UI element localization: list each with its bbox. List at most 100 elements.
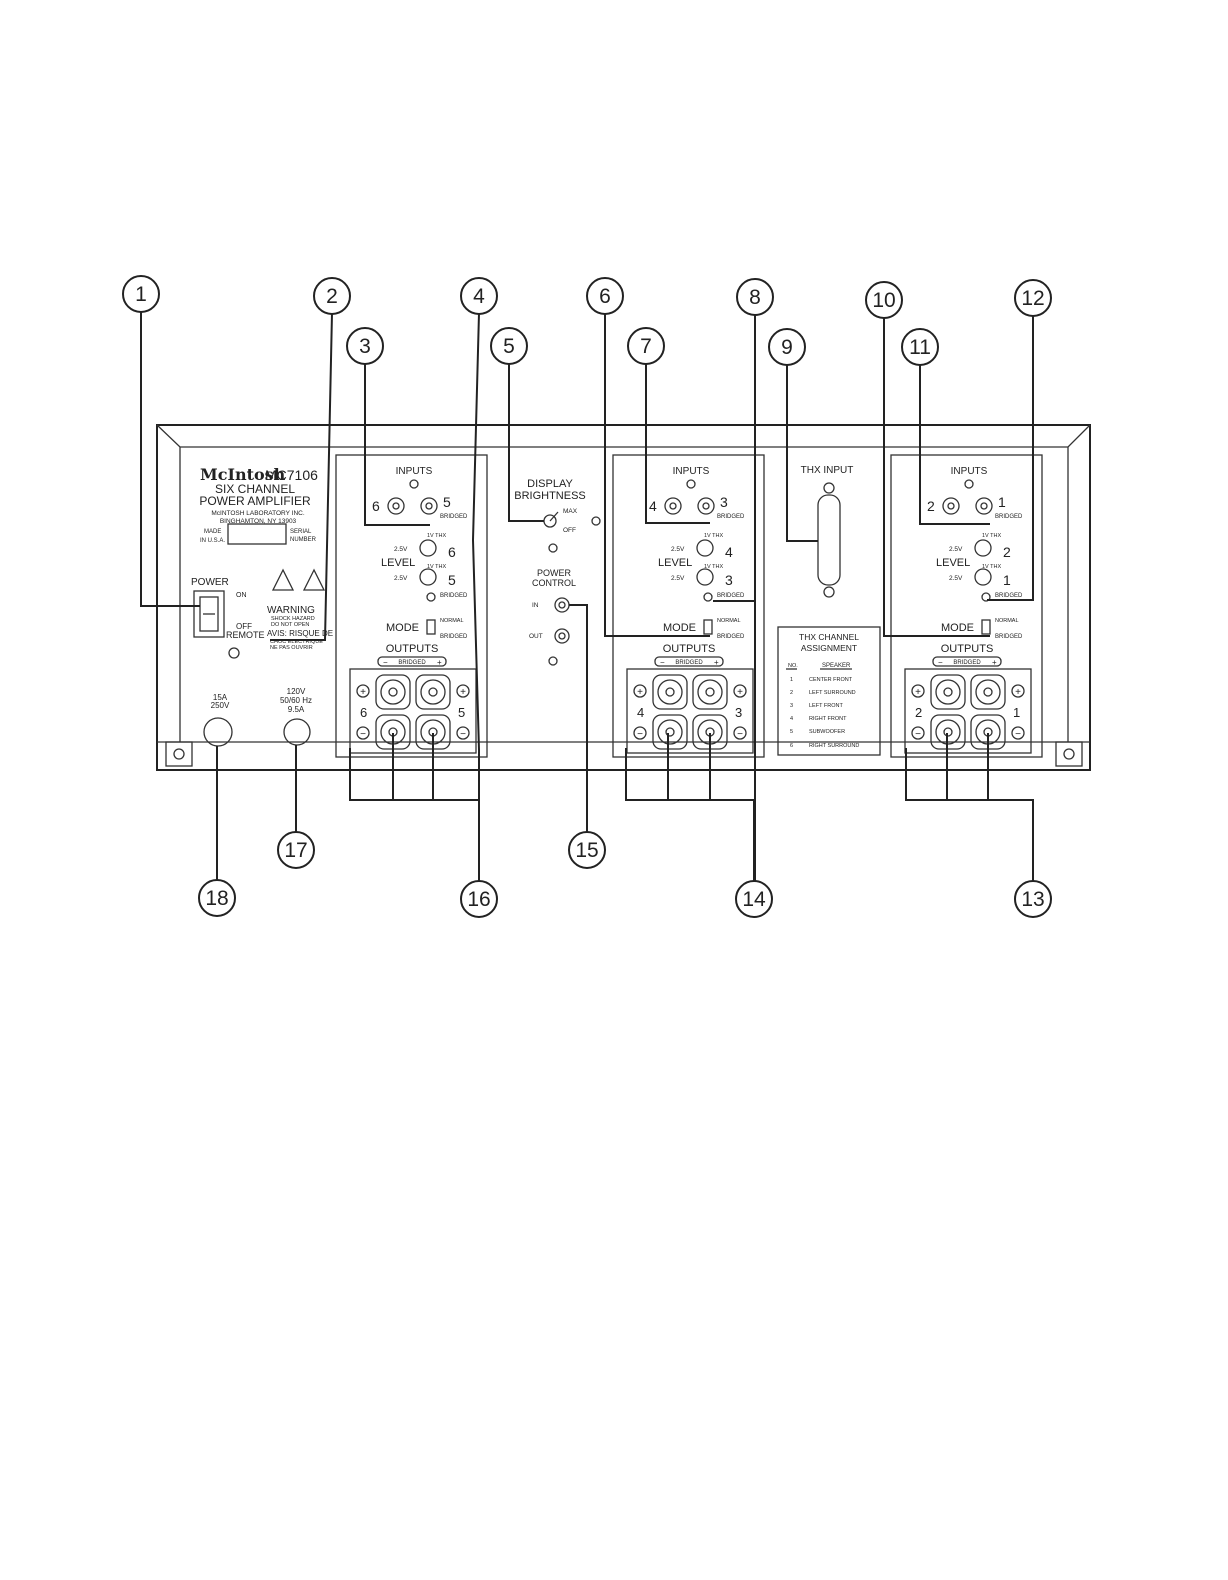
level-a-knob[interactable] [974, 539, 992, 557]
callout-3: 3 [346, 327, 384, 365]
thx-row-6-no: 6 [790, 743, 793, 749]
level-b-knob[interactable] [974, 568, 992, 586]
level-b-thx: 1V THX [982, 564, 1001, 570]
input-a-jack[interactable] [664, 497, 682, 515]
level-b-number: 3 [725, 572, 733, 588]
inputs-label: INPUTS [951, 466, 988, 477]
level-a-thx: 1V THX [427, 533, 446, 539]
power-control-in-jack[interactable] [554, 597, 570, 613]
output-terminal-a-pos[interactable] [657, 679, 683, 705]
input-a-jack[interactable] [942, 497, 960, 515]
level-bridged-label: BRIDGED [995, 593, 1023, 599]
serial-label-2: NUMBER [290, 537, 317, 543]
display-off-label: OFF [563, 527, 576, 534]
level-b-number: 1 [1003, 572, 1011, 588]
outputs-label: OUTPUTS [941, 643, 994, 655]
input-a-jack[interactable] [387, 497, 405, 515]
thx-table-col-no: NO. [788, 663, 798, 669]
output-b-number: 5 [458, 705, 465, 720]
maker-city: BINGHAMTON, NY 13903 [220, 518, 297, 525]
product-line-1: SIX CHANNEL [215, 482, 295, 496]
output-terminal-a-neg[interactable] [657, 719, 683, 745]
input-b-jack[interactable] [975, 497, 993, 515]
serial-number-plate [227, 523, 287, 545]
callout-7: 7 [627, 327, 665, 365]
thx-input-connector[interactable]: THX INPUT [801, 465, 854, 598]
warning-label: WARNING SHOCK HAZARD DO NOT OPEN AVIS: R… [267, 568, 333, 651]
output-a-number: 2 [915, 705, 922, 720]
power-control-jacks: POWER CONTROL IN OUT [529, 568, 576, 666]
brand-block: McIntosh MC7106 SIX CHANNEL POWER AMPLIF… [199, 465, 318, 545]
mode-normal-label: NORMAL [717, 618, 741, 624]
input-b-jack[interactable] [420, 497, 438, 515]
ac-power-inlet[interactable]: 120V 50/60 Hz 9.5A [280, 687, 312, 746]
mode-normal-label: NORMAL [440, 618, 464, 624]
level-b-25v: 2.5V [949, 575, 963, 582]
power-label: POWER [191, 577, 229, 588]
level-b-knob[interactable] [419, 568, 437, 586]
outputs-minus: − [938, 658, 943, 667]
input-b-jack[interactable] [697, 497, 715, 515]
output-terminal-b-pos[interactable] [420, 679, 446, 705]
mode-switch[interactable] [981, 619, 991, 635]
leader-lines [140, 311, 1034, 883]
outputs-plus: + [714, 658, 719, 667]
output-a-plus-mark: + [360, 687, 366, 698]
input-bridged-label: BRIDGED [717, 514, 745, 520]
section-channels-6-5: INPUTS 6 5 BRIDGED LEVEL 2.5V 1V THX 6 2… [335, 454, 488, 758]
power-off-label: OFF [236, 622, 252, 631]
output-terminal-b-pos[interactable] [975, 679, 1001, 705]
mode-switch[interactable] [426, 619, 436, 635]
mode-bridged-label: BRIDGED [995, 634, 1023, 640]
level-a-number: 4 [725, 544, 733, 560]
power-switch[interactable]: POWER ON OFF REMOTE [191, 577, 265, 659]
brand-logo: McIntosh [200, 465, 286, 484]
level-b-knob[interactable] [696, 568, 714, 586]
input-b-number: 3 [720, 494, 728, 510]
svg-text:11: 11 [909, 336, 931, 359]
output-terminal-b-pos[interactable] [697, 679, 723, 705]
svg-text:14: 14 [742, 888, 766, 911]
mode-bridged-label: BRIDGED [717, 634, 745, 640]
level-a-knob[interactable] [419, 539, 437, 557]
svg-text:2: 2 [326, 285, 338, 308]
callout-17: 17 [277, 831, 315, 869]
thx-row-3-no: 3 [790, 703, 793, 709]
thx-row-5-speaker: SUBWOOFER [809, 729, 845, 735]
mode-label: MODE [941, 622, 974, 634]
callout-8: 8 [736, 278, 774, 316]
made-label: MADE [204, 529, 221, 535]
output-b-plus-mark: + [737, 687, 743, 698]
thx-input-label: THX INPUT [801, 465, 854, 476]
output-b-number: 3 [735, 705, 742, 720]
output-terminal-a-pos[interactable] [380, 679, 406, 705]
thx-row-4-speaker: RIGHT FRONT [809, 716, 847, 722]
power-control-label-1: POWER [537, 568, 572, 578]
output-terminal-a-pos[interactable] [935, 679, 961, 705]
warning-line-4: CHOC ELECTRIQUE [270, 639, 323, 645]
fuse-holder[interactable]: 15A 250V [203, 693, 233, 747]
svg-text:7: 7 [640, 335, 652, 358]
callout-6: 6 [586, 277, 624, 315]
input-bridged-label: BRIDGED [995, 514, 1023, 520]
thx-table-col-speaker: SPEAKER [822, 663, 851, 669]
level-a-knob[interactable] [696, 539, 714, 557]
level-a-thx: 1V THX [704, 533, 723, 539]
power-control-out-jack[interactable] [554, 628, 570, 644]
output-a-number: 6 [360, 705, 367, 720]
level-a-25v: 2.5V [671, 546, 685, 553]
output-a-minus-mark: − [360, 729, 366, 740]
output-b-plus-mark: + [460, 687, 466, 698]
outputs-bridged-label: BRIDGED [398, 660, 426, 666]
display-brightness-control[interactable]: DISPLAY BRIGHTNESS MAX OFF [514, 478, 601, 553]
thx-row-4-no: 4 [790, 716, 793, 722]
display-max-label: MAX [563, 508, 578, 515]
warning-line-2: DO NOT OPEN [271, 622, 309, 628]
svg-text:9: 9 [781, 336, 793, 359]
product-line-2: POWER AMPLIFIER [199, 494, 311, 508]
mode-switch[interactable] [703, 619, 713, 635]
mode-label: MODE [386, 622, 419, 634]
thx-row-3-speaker: LEFT FRONT [809, 703, 843, 709]
thx-table-title-2: ASSIGNMENT [801, 643, 857, 653]
fuse-rating-1: 15A [213, 693, 228, 702]
